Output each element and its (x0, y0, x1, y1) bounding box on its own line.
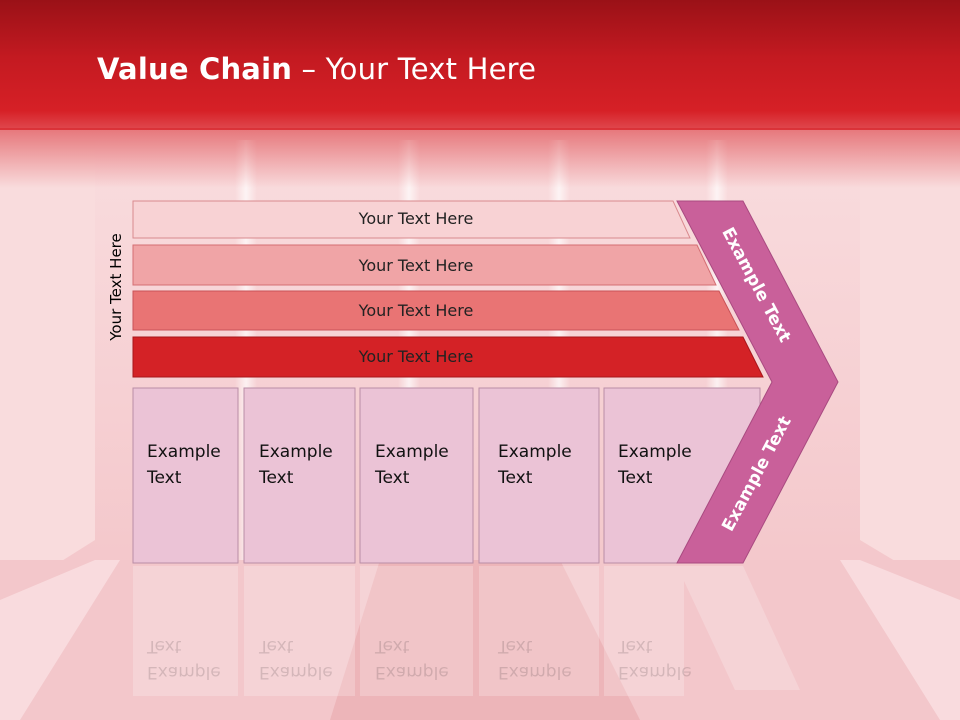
box-2 (243, 387, 356, 564)
box-3 (359, 387, 474, 564)
title-bold: Value Chain (97, 52, 293, 86)
header-fade (0, 128, 960, 188)
bar-4-label: Your Text Here (358, 347, 474, 366)
chevron (676, 200, 839, 564)
slide-title: Value Chain – Your Text Here (97, 52, 536, 86)
bar-2 (132, 244, 717, 286)
side-label: Your Text Here (107, 233, 125, 341)
bar-3 (132, 290, 740, 331)
box-1 (132, 387, 239, 564)
header-band (0, 0, 960, 130)
bar-2-label: Your Text Here (358, 256, 474, 275)
title-rest: – Your Text Here (292, 52, 537, 86)
bar-1-label: Your Text Here (358, 209, 474, 228)
bar-4 (132, 336, 764, 378)
bar-3-label: Your Text Here (358, 301, 474, 320)
bar-1 (132, 200, 691, 239)
boxes-reflection (133, 566, 800, 696)
box-4 (478, 387, 600, 564)
